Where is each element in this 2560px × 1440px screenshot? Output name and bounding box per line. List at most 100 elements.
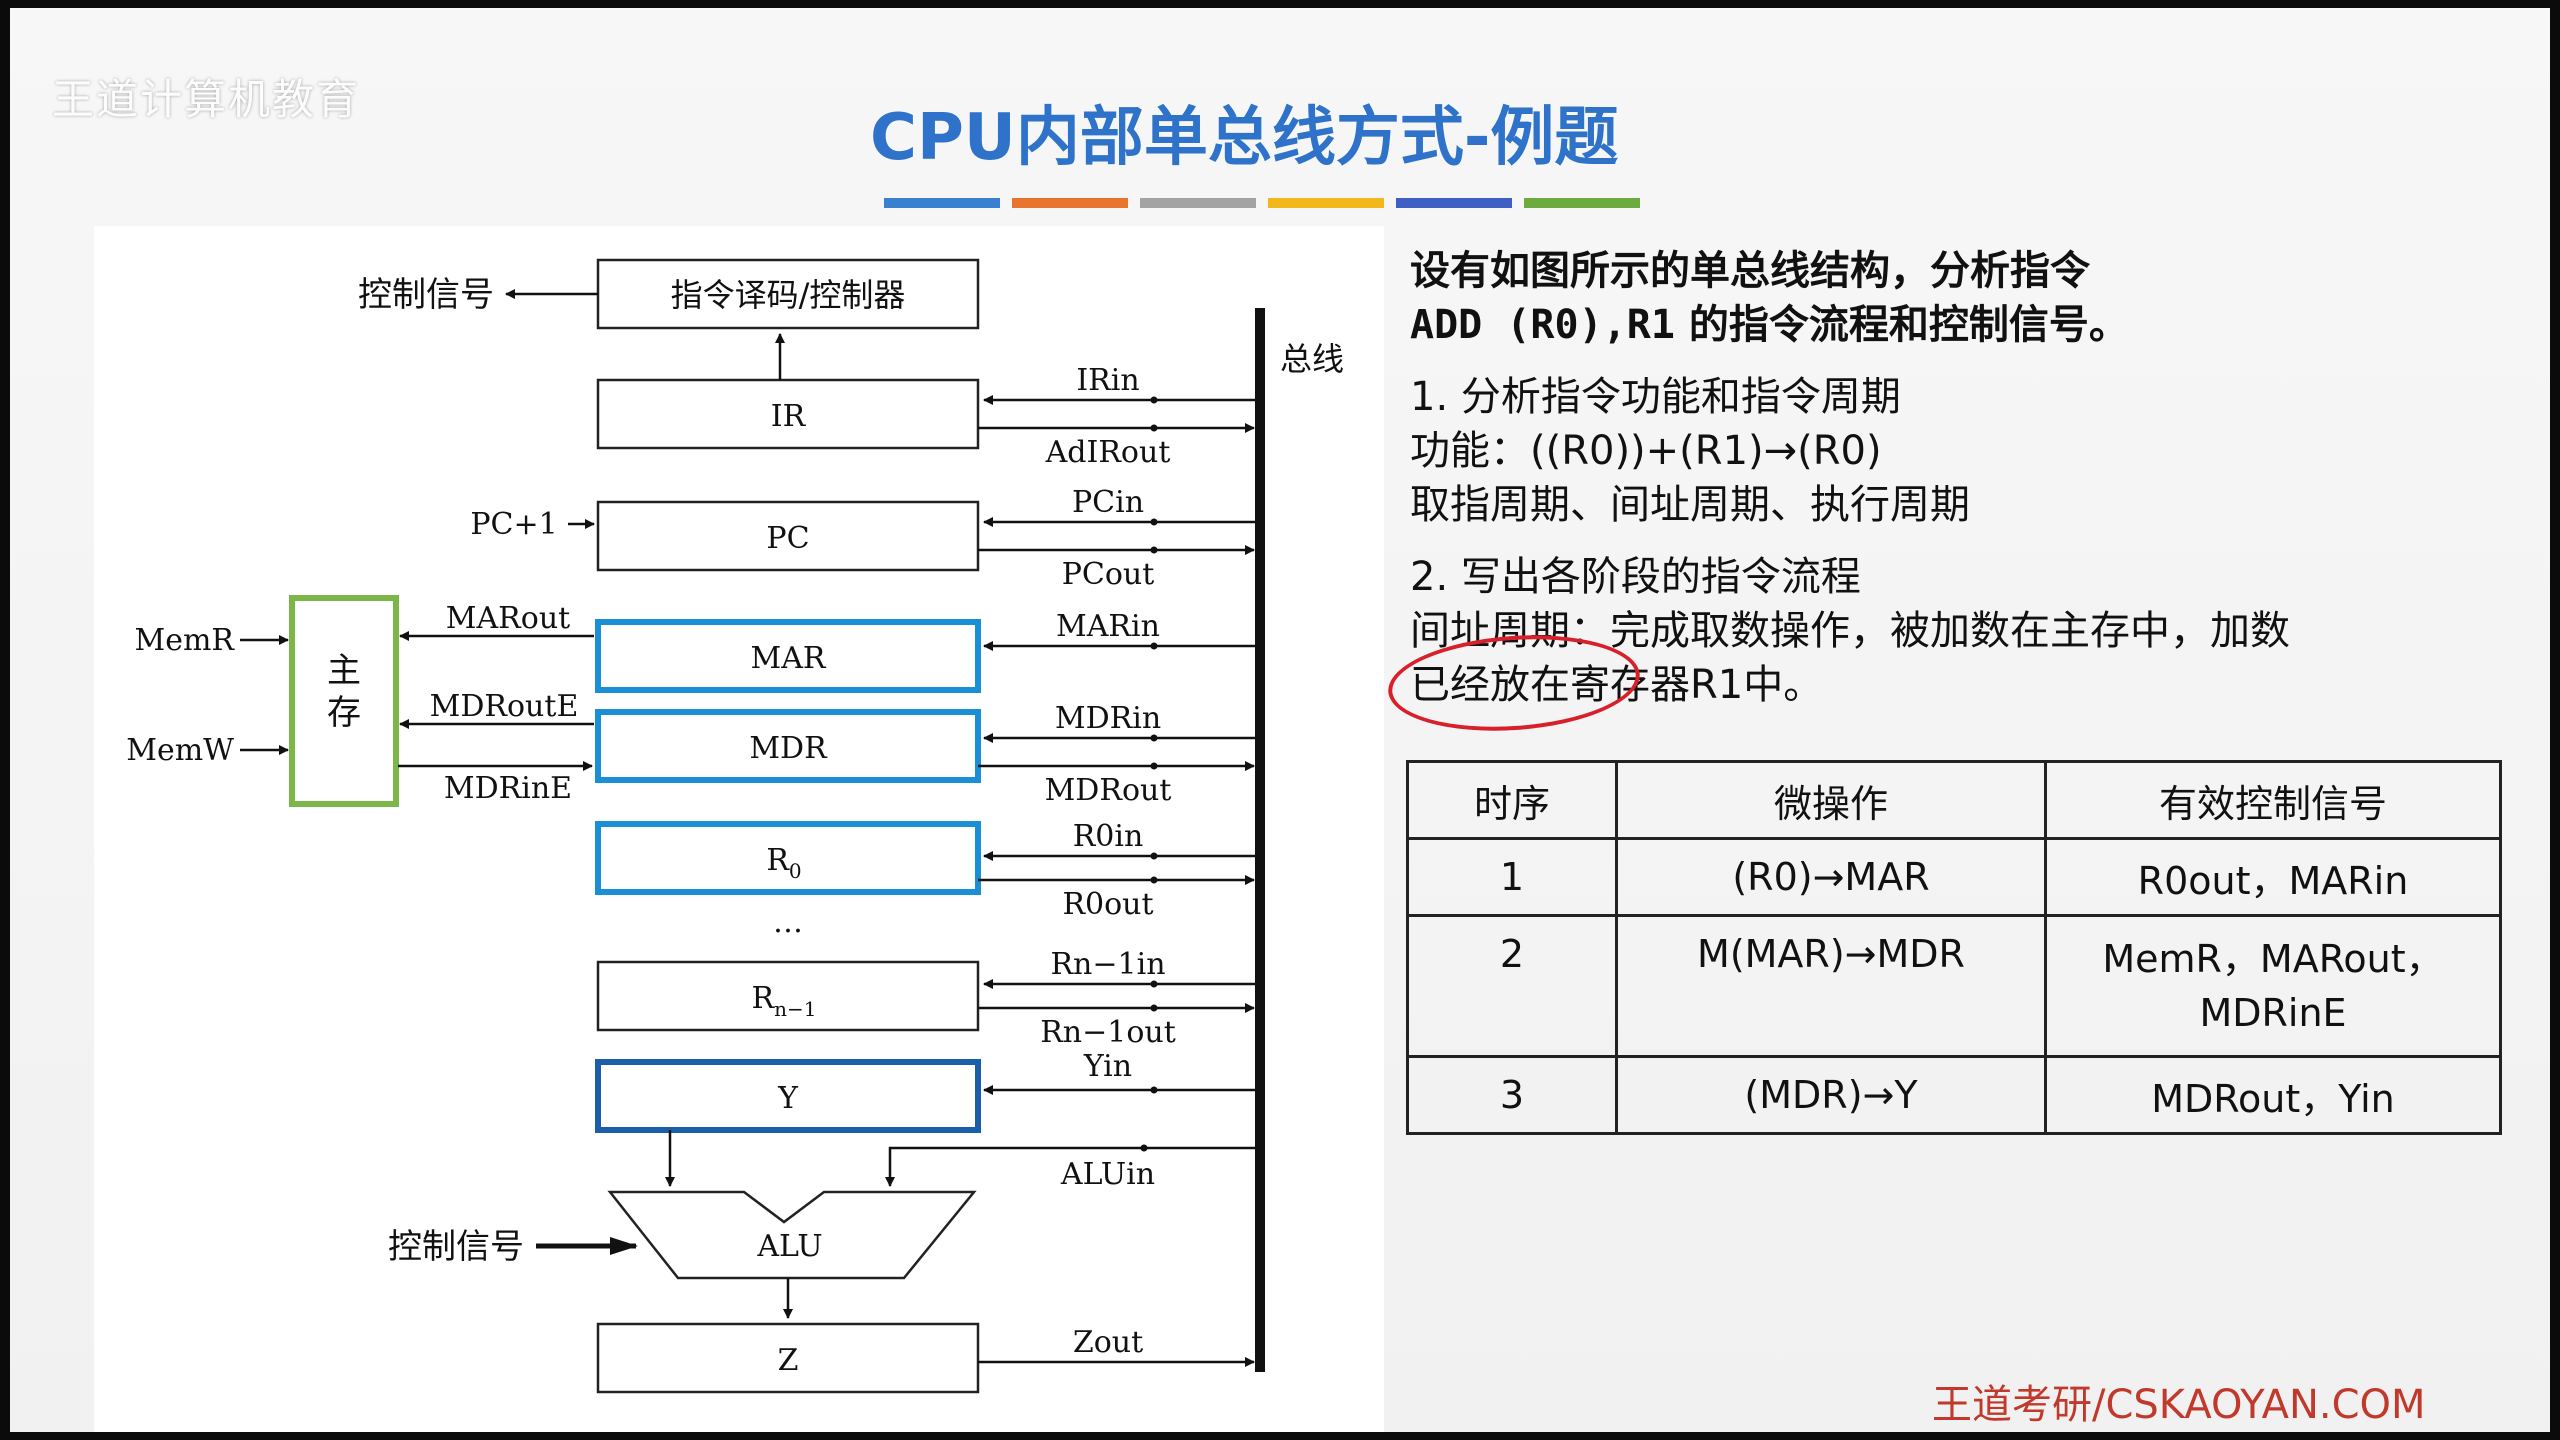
mdrin-label: MDRin [1055, 701, 1161, 736]
mdrout-dot [1150, 762, 1158, 770]
marout-label: MARout [446, 601, 570, 636]
question-line-1: 设有如图所示的单总线结构，分析指令 [1410, 248, 2090, 294]
mdrine-label: MDRinE [444, 771, 572, 806]
mdr-box [595, 709, 981, 783]
yin-label: Yin [1083, 1049, 1132, 1084]
main-memory-box [289, 595, 399, 807]
page-title: CPU内部单总线方式-例题 [870, 101, 1619, 175]
ir-label: IR [771, 399, 807, 434]
table-header-op: 微操作 [1615, 760, 2047, 840]
pc-label: PC [766, 521, 809, 556]
alu-label: ALU [756, 1229, 822, 1264]
mar-label: MAR [751, 641, 827, 676]
irin-label: IRin [1076, 363, 1139, 398]
question-line-2-rest: 的指令流程和控制信号。 [1688, 302, 2129, 348]
slide: 王道计算机教育 CPU内部单总线方式-例题 总线 指令译码/控制器 控制信号 [10, 8, 2550, 1432]
rn1in-dot [1150, 980, 1158, 988]
y-box [595, 1059, 981, 1133]
adirout-label: AdIRout [1045, 435, 1171, 470]
r0-box [595, 821, 981, 895]
footer-brand: 王道考研/CSKAOYAN.COM [1932, 1382, 2426, 1428]
table-row: 2 M(MAR)→MDR MemR，MARout， MDRinE [1406, 914, 2502, 1058]
table-cell-op: (MDR)→Y [1615, 1055, 2047, 1135]
mdrout-label: MDRout [1045, 773, 1172, 808]
table-cell-signals: R0out，MARin [2044, 837, 2502, 917]
title-underline-gray [1140, 198, 1256, 208]
pcout-label: PCout [1062, 557, 1155, 592]
table-cell-signals: MDRout，Yin [2044, 1055, 2502, 1135]
decoder-box [596, 258, 980, 330]
mdr-label: MDR [749, 731, 828, 766]
memr-label: MemR [134, 623, 235, 658]
memw-label: MemW [126, 733, 234, 768]
r0in-label: R0in [1073, 819, 1144, 854]
table-row: 3 (MDR)→Y MDRout，Yin [1406, 1055, 2502, 1135]
ir-box [596, 378, 980, 450]
title-underline-blue [884, 198, 1000, 208]
rn1out-dot [1150, 1004, 1158, 1012]
table-cell-seq: 1 [1406, 837, 1618, 917]
z-box [596, 1322, 980, 1394]
marin-label: MARin [1056, 609, 1160, 644]
pcout-dot [1150, 546, 1158, 554]
step2-heading: 2. 写出各阶段的指令流程 [1410, 554, 1861, 600]
mdroute-label: MDRoutE [430, 689, 579, 724]
alu-shape [607, 1190, 977, 1280]
step2-desc-line1: 间址周期：完成取数操作，被加数在主存中，加数 [1410, 604, 2510, 658]
step1-function: 功能：((R0))+(R1)→(R0) [1410, 424, 2510, 478]
cpu-bus-diagram: 总线 指令译码/控制器 控制信号 IR IRin AdIRout PC PC+1… [94, 226, 1384, 1432]
watermark: 王道计算机教育 [52, 75, 361, 124]
function-value: ((R0))+(R1)→(R0) [1530, 428, 1882, 474]
register-ellipsis: … [773, 905, 803, 940]
step1-cycles: 取指周期、间址周期、执行周期 [1410, 482, 1970, 528]
step1-heading: 1. 分析指令功能和指令周期 [1410, 374, 1901, 420]
aluin-label: ALUin [1060, 1157, 1155, 1192]
table-cell-seq: 2 [1406, 914, 1618, 1058]
rn1-box [596, 960, 980, 1032]
adirout-dot [1150, 424, 1158, 432]
pcin-dot [1150, 518, 1158, 526]
yin-dot [1150, 1086, 1158, 1094]
step2-desc-line2: 已经放在寄存器R1中。 [1410, 662, 1824, 708]
table-cell-signals: MemR，MARout， MDRinE [2044, 914, 2502, 1058]
pc-box [596, 500, 980, 572]
title-underline-yellow [1268, 198, 1384, 208]
title-underline-orange [1012, 198, 1128, 208]
title-underline-green [1524, 198, 1640, 208]
function-label: 功能： [1410, 428, 1530, 474]
table-header-row: 时序 微操作 有效控制信号 [1406, 760, 2502, 840]
table-cell-seq: 3 [1406, 1055, 1618, 1135]
rn1-label: Rn−1 [752, 981, 817, 1021]
memory-label-1: 主 [327, 651, 361, 691]
mar-box [595, 619, 981, 693]
table-header-seq: 时序 [1406, 760, 1618, 840]
title-underline-indigo [1396, 198, 1512, 208]
table-cell-op: (R0)→MAR [1615, 837, 2047, 917]
r0out-label: R0out [1062, 887, 1153, 922]
signals-line-2: MDRinE [2199, 991, 2347, 1035]
y-label: Y [777, 1081, 799, 1116]
r0-label: R0 [766, 843, 801, 883]
pc-plus-label: PC+1 [470, 507, 557, 542]
question-text-area: 设有如图所示的单总线结构，分析指令 ADD (R0),R1 的指令流程和控制信号… [1410, 244, 2510, 712]
instruction-code: ADD (R0),R1 [1410, 302, 1675, 348]
micro-op-table: 时序 微操作 有效控制信号 1 (R0)→MAR R0out，MARin 2 M… [1406, 760, 2502, 1135]
signals-line-1: MemR，MARout， [2102, 937, 2444, 981]
bus-to-alu-arrow [885, 1146, 1260, 1187]
control-signal-top: 控制信号 [358, 275, 494, 315]
table-header-signals: 有效控制信号 [2044, 760, 2502, 840]
diagram-svg: 总线 指令译码/控制器 控制信号 IR IRin AdIRout PC PC+1… [126, 258, 1344, 1394]
table-row: 1 (R0)→MAR R0out，MARin [1406, 837, 2502, 917]
pcin-label: PCin [1072, 485, 1144, 520]
r0in-dot [1150, 852, 1158, 860]
question-line-2: ADD (R0),R1 的指令流程和控制信号。 [1410, 298, 2510, 352]
irin-dot [1150, 396, 1158, 404]
zout-label: Zout [1073, 1325, 1143, 1360]
table-cell-op: M(MAR)→MDR [1615, 914, 2047, 1058]
control-signal-bottom: 控制信号 [388, 1227, 524, 1267]
r0out-dot [1150, 876, 1158, 884]
decoder-label: 指令译码/控制器 [671, 276, 906, 314]
marin-dot [1150, 642, 1158, 650]
mdrin-dot [1150, 734, 1158, 742]
memory-label-2: 存 [327, 693, 361, 733]
